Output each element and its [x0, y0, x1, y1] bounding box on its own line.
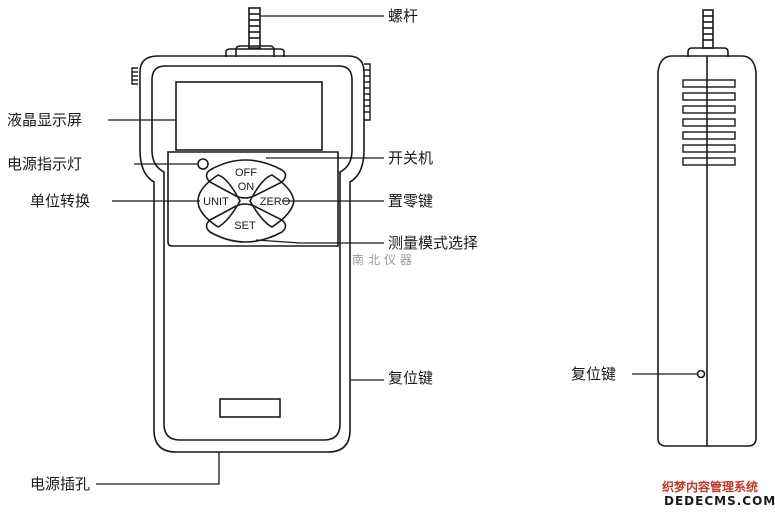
label-zero-key: 置零键 [388, 192, 434, 210]
side-screw-rod [687, 9, 729, 57]
front-inner-bezel [151, 65, 353, 441]
set-label: SET [234, 220, 256, 232]
label-power-jack: 电源插孔 [30, 475, 91, 493]
reset-key-front [219, 398, 281, 418]
left-grip-ridges [131, 67, 138, 85]
zero-button[interactable] [249, 174, 295, 228]
label-side-reset-key: 复位键 [571, 365, 617, 383]
unit-label: UNIT [203, 196, 229, 208]
zero-label: ZERO [260, 196, 291, 208]
label-reset-key: 复位键 [388, 369, 434, 387]
label-screw-rod: 螺杆 [388, 7, 419, 25]
off-on-button[interactable] [205, 159, 287, 199]
set-button[interactable] [205, 203, 287, 243]
label-unit-switch: 单位转换 [30, 192, 91, 210]
lcd-screen [175, 81, 323, 151]
power-indicator-led [197, 158, 209, 170]
site-watermark-cn: 织梦内容管理系统 [662, 480, 759, 494]
on-label: ON [238, 181, 255, 193]
label-power-indicator: 电源指示灯 [7, 155, 83, 173]
brand-watermark: 南北仪器 [352, 253, 417, 267]
side-body-outline [657, 55, 757, 447]
site-watermark-en: DEDECMS.COM [664, 494, 775, 508]
label-power-switch: 开关机 [388, 149, 434, 167]
leader-lines [96, 15, 698, 485]
label-lcd-screen: 液晶显示屏 [7, 111, 83, 129]
side-vent-slots [682, 79, 736, 166]
side-reset-hole [696, 369, 706, 379]
right-grip-ridges [364, 63, 371, 121]
unit-button[interactable] [197, 174, 241, 228]
screw-rod [225, 7, 285, 57]
label-mode-select: 测量模式选择 [388, 234, 479, 252]
off-label: OFF [235, 167, 257, 179]
front-body-outline [139, 55, 365, 453]
key-panel [167, 151, 339, 247]
